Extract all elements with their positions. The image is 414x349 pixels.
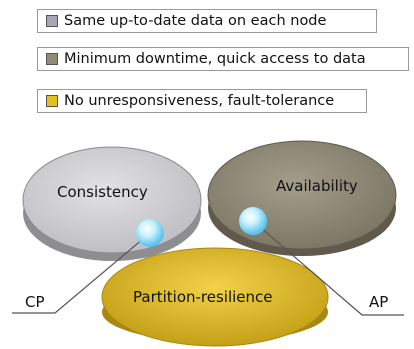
ap-callout-line [252,220,404,316]
cp-label: CP [25,293,45,311]
legend-swatch-partition [46,95,58,107]
legend-item-consistency: Same up-to-date data on each node [37,9,377,33]
legend-swatch-consistency [46,15,58,27]
cp-intersection-dot [136,219,164,247]
ap-intersection-dot [239,207,267,235]
cp-callout-line [12,232,151,314]
availability-label: Availability [276,177,358,195]
legend-swatch-availability [46,53,58,65]
ap-label: AP [369,293,388,311]
consistency-disc [22,146,202,261]
partition-label: Partition-resilience [133,288,273,306]
legend-label-partition: No unresponsiveness, fault-tolerance [64,93,335,109]
availability-disc [207,140,397,256]
legend-item-partition: No unresponsiveness, fault-tolerance [37,89,367,113]
legend-item-availability: Minimum downtime, quick access to data [37,47,409,71]
partition-disc [101,247,329,347]
consistency-label: Consistency [57,183,148,201]
legend-label-consistency: Same up-to-date data on each node [64,13,327,29]
legend-label-availability: Minimum downtime, quick access to data [64,51,366,67]
